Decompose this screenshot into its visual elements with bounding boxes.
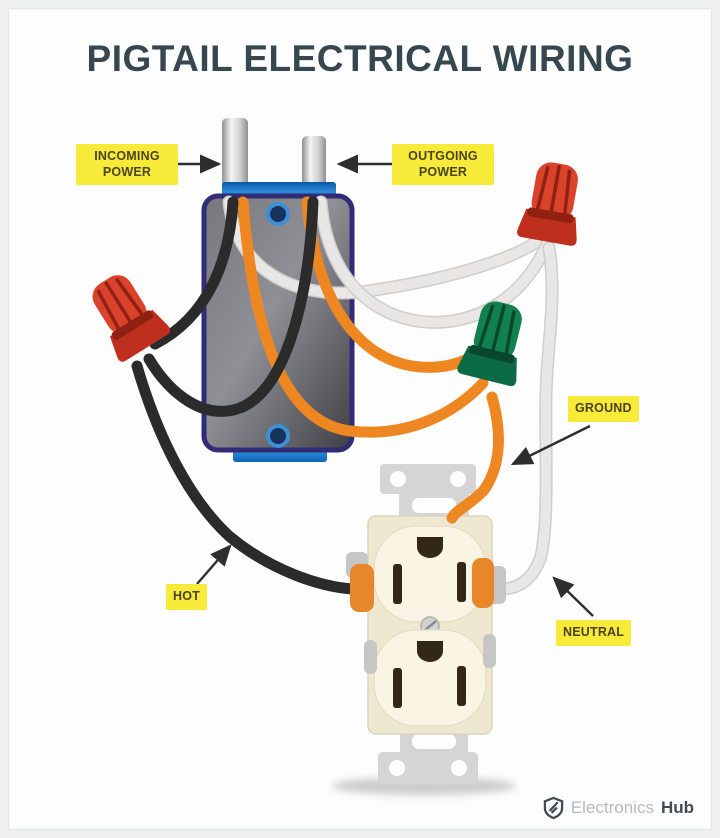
electronics-hub-shield-icon [543,796,564,820]
nut-ridges [535,164,572,220]
callout-arrows [166,154,594,617]
hot-pigtail [131,360,359,595]
duplex-outlet [332,464,516,795]
upper-hot-slot [457,562,466,602]
strap-hole [450,471,466,487]
strap-slot [412,498,456,513]
hot-wires [131,196,359,595]
ground-label: GROUND [568,396,639,422]
ground-wire-incoming [237,196,489,438]
outlet-side-screw-left [364,640,377,674]
neutral-wire-outgoing [316,197,552,328]
ground-pigtail [446,391,504,524]
hot-label: HOT [166,584,207,610]
hot-arrow [196,544,232,585]
hot-wire-incoming [149,196,239,350]
outgoing-power-label: OUTGOING POWER [392,144,494,186]
brand-logo: Electronics Hub [543,796,694,820]
incoming-conduit [222,118,248,194]
lower-hot-slot [457,666,466,706]
nut-band [111,310,154,341]
lower-ground-slot [417,641,443,662]
page-title: PIGTAIL ELECTRICAL WIRING [86,38,634,79]
neutral-pigtail [496,243,558,594]
upper-ground-slot [417,537,443,558]
upper-neutral-slot [393,564,402,604]
outlet-top-strap [380,464,476,494]
lower-neutral-slot [393,668,402,708]
strap-hole [390,471,406,487]
neutral-wire-outgoing-edge [314,195,554,329]
nut-band [469,344,515,364]
box-screw-top [266,202,290,226]
neutral-arrow [552,576,594,617]
outlet-side-screw-right [483,634,496,668]
hot-wire-outgoing [143,196,319,417]
wire-nut-red-neutral [517,162,578,246]
neutral-label: NEUTRAL [556,620,632,646]
strap-hole [389,760,405,776]
outlet-bottom-strap [378,752,478,784]
neutral-terminal [472,558,494,608]
wire-nut-red-hot [92,275,171,362]
nut-ridges [476,304,516,359]
brand-name-bold: Hub [660,798,694,817]
nut-ridges [96,278,146,334]
wire-nut-green-ground [457,301,522,387]
box-screw-bottom [266,424,290,448]
ground-arrow [510,424,591,466]
outgoing-conduit [302,136,326,194]
outlet-terminals [346,552,506,612]
nut-band [527,207,574,224]
strap-hole [451,760,467,776]
nut-skirt [109,309,171,362]
incoming-power-label: INCOMING POWER [76,144,178,186]
brand-name-light: Electronics [570,798,654,817]
hot-terminal [350,564,374,612]
strap-slot [412,734,456,749]
